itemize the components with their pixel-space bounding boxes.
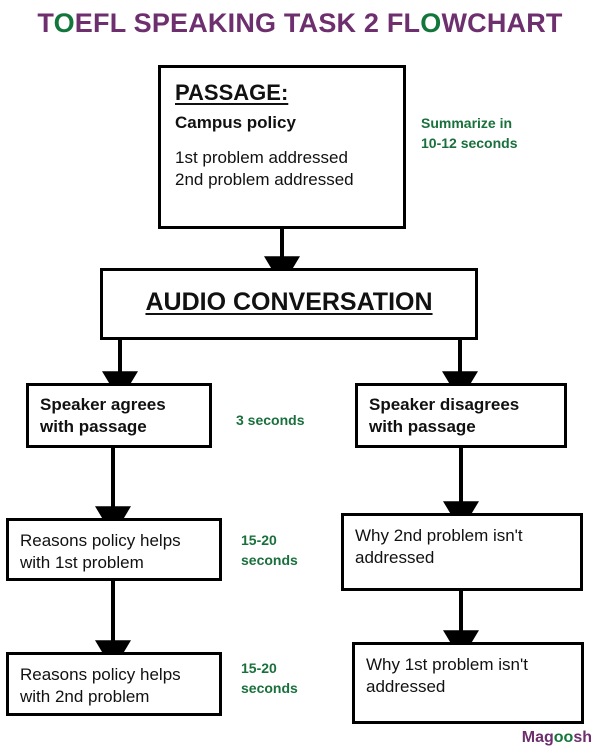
- why-second-line-2: addressed: [355, 548, 435, 568]
- speaker-agrees-line-1: Speaker agrees: [40, 395, 166, 414]
- node-reasons-second-problem: Reasons policy helps with 2nd problem: [6, 652, 222, 716]
- passage-subheading: Campus policy: [175, 112, 296, 132]
- passage-line-1: 1st problem addressed: [175, 147, 348, 167]
- title-segment-4: O: [420, 8, 442, 38]
- speaker-disagrees-line-1: Speaker disagrees: [369, 395, 520, 414]
- speaker-agrees-line-2: with passage: [40, 417, 147, 437]
- page-title: TOEFL SPEAKING TASK 2 FLOWCHART: [0, 8, 600, 39]
- node-speaker-agrees: Speaker agrees with passage: [26, 383, 212, 448]
- why-second-line-1: Why 2nd problem isn't: [355, 526, 523, 545]
- node-why-second-problem: Why 2nd problem isn't addressed: [341, 513, 583, 591]
- node-reasons-first-problem: Reasons policy helps with 1st problem: [6, 518, 222, 581]
- reasons-second-line-2: with 2nd problem: [20, 687, 150, 707]
- node-passage: PASSAGE: Campus policy 1st problem addre…: [158, 65, 406, 229]
- title-segment-3: EFL SPEAKING TASK 2 FL: [74, 8, 421, 38]
- passage-heading: PASSAGE:: [175, 80, 289, 105]
- note-summarize: Summarize in 10-12 seconds: [421, 115, 518, 152]
- watermark-segment-3: sh: [573, 729, 592, 746]
- title-segment-1: T: [37, 8, 54, 38]
- note-three-seconds: 3 seconds: [236, 412, 305, 428]
- reasons-second-line-1: Reasons policy helps: [20, 665, 181, 684]
- reasons-first-line-1: Reasons policy helps: [20, 531, 181, 550]
- watermark-segment-1: Mag: [521, 729, 554, 746]
- why-first-line-2: addressed: [366, 677, 446, 697]
- why-first-line-1: Why 1st problem isn't: [366, 655, 528, 674]
- magoosh-watermark: Magoosh: [0, 729, 592, 747]
- title-segment-2: O: [53, 8, 75, 38]
- node-speaker-disagrees: Speaker disagrees with passage: [355, 383, 567, 448]
- note-fifteen-twenty-left: 15-20 seconds: [241, 532, 298, 569]
- node-audio-conversation: AUDIO CONVERSATION: [100, 268, 478, 340]
- node-why-first-problem: Why 1st problem isn't addressed: [352, 642, 584, 724]
- watermark-segment-2: oo: [553, 729, 574, 746]
- reasons-first-line-2: with 1st problem: [20, 553, 144, 573]
- note-fifteen-twenty-right: 15-20 seconds: [241, 660, 298, 697]
- title-segment-5: WCHART: [441, 8, 563, 38]
- passage-line-2: 2nd problem addressed: [175, 169, 354, 189]
- audio-conversation-label: AUDIO CONVERSATION: [145, 288, 433, 316]
- speaker-disagrees-line-2: with passage: [369, 417, 476, 437]
